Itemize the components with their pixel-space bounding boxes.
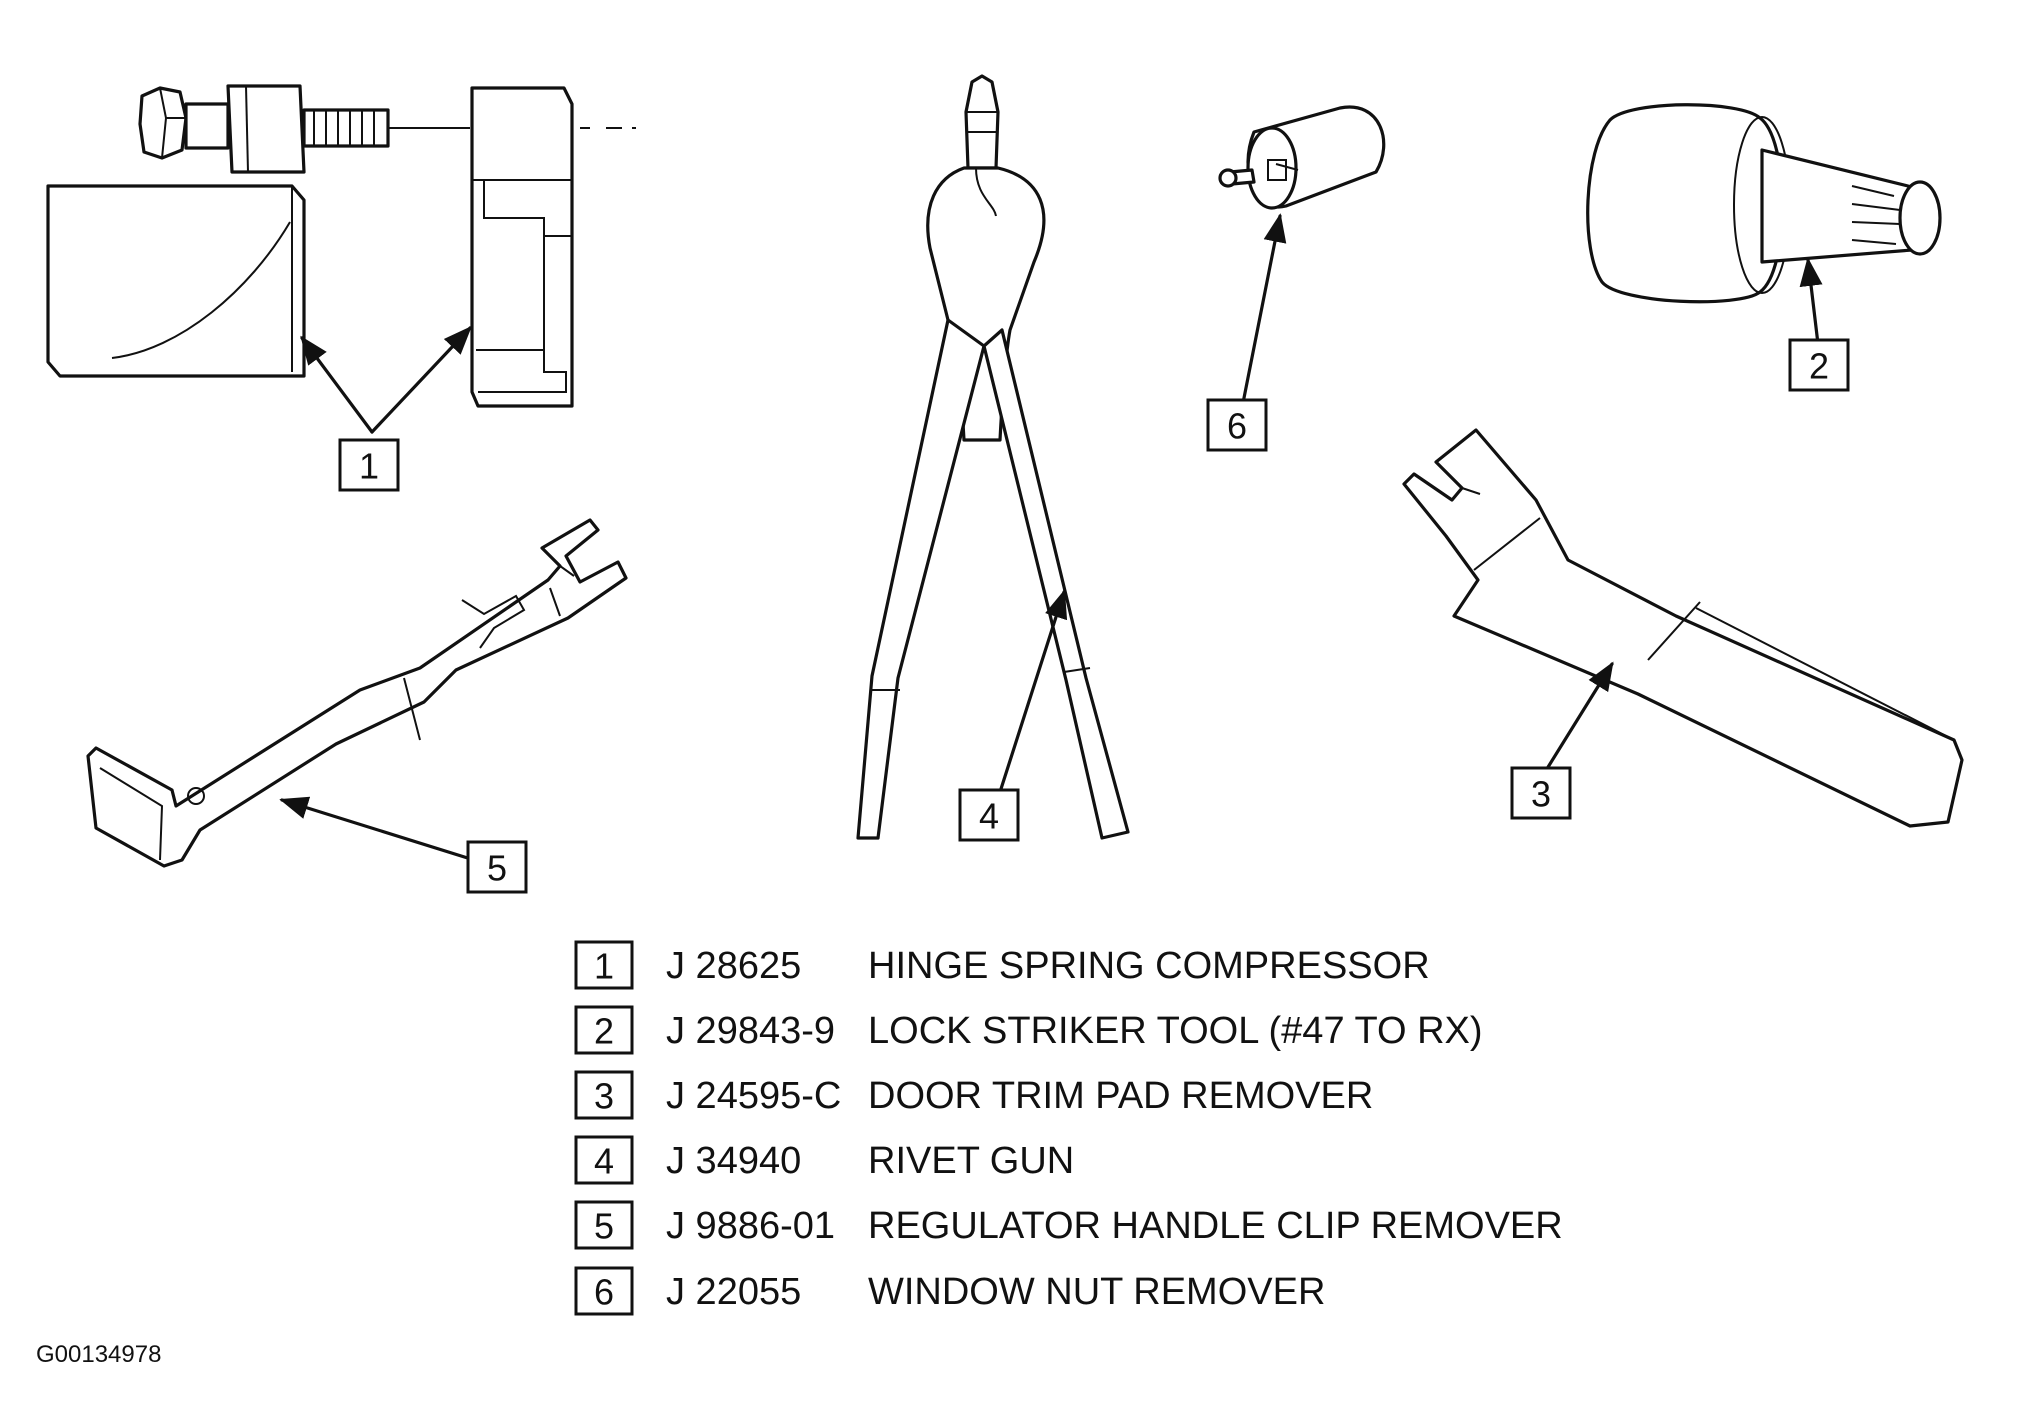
- legend-name-5: REGULATOR HANDLE CLIP REMOVER: [868, 1205, 1563, 1247]
- rivet-gun-illustration: [856, 74, 1130, 840]
- callout-3: 3: [1510, 766, 1572, 820]
- legend: 1 J 28625 HINGE SPRING COMPRESSOR 2 J 29…: [574, 940, 1563, 1316]
- svg-text:2: 2: [1809, 346, 1829, 387]
- svg-text:1: 1: [594, 946, 614, 987]
- legend-row-4: 4 J 34940 RIVET GUN: [574, 1135, 1074, 1185]
- legend-part-1: J 28625: [666, 945, 801, 987]
- legend-name-2: LOCK STRIKER TOOL (#47 TO RX): [868, 1010, 1483, 1052]
- door-trim-pad-remover-illustration: [1402, 428, 1964, 828]
- svg-text:4: 4: [594, 1141, 614, 1182]
- svg-text:6: 6: [594, 1272, 614, 1313]
- legend-part-6: J 22055: [666, 1271, 801, 1313]
- svg-text:1: 1: [359, 446, 379, 487]
- legend-row-5: 5 J 9886-01 REGULATOR HANDLE CLIP REMOVE…: [574, 1200, 1563, 1250]
- lock-striker-tool-illustration: [1586, 103, 1942, 346]
- legend-row-3: 3 J 24595-C DOOR TRIM PAD REMOVER: [574, 1070, 1373, 1120]
- legend-row-2: 2 J 29843-9 LOCK STRIKER TOOL (#47 TO RX…: [574, 1005, 1483, 1055]
- legend-row-1: 1 J 28625 HINGE SPRING COMPRESSOR: [574, 940, 1430, 990]
- legend-name-6: WINDOW NUT REMOVER: [868, 1271, 1325, 1313]
- legend-part-5: J 9886-01: [666, 1205, 835, 1247]
- callout-4: 4: [958, 788, 1020, 842]
- svg-text:2: 2: [594, 1011, 614, 1052]
- svg-text:6: 6: [1227, 406, 1247, 447]
- legend-part-3: J 24595-C: [666, 1075, 841, 1117]
- callout-2: 2: [1788, 338, 1850, 392]
- svg-text:5: 5: [487, 848, 507, 889]
- callout-1: 1: [338, 438, 400, 492]
- window-nut-remover-illustration: [1218, 105, 1386, 410]
- svg-text:3: 3: [594, 1076, 614, 1117]
- regulator-handle-clip-remover-illustration: [86, 518, 628, 868]
- svg-text:3: 3: [1531, 774, 1551, 815]
- legend-part-4: J 34940: [666, 1140, 801, 1182]
- svg-text:4: 4: [979, 796, 999, 837]
- legend-name-1: HINGE SPRING COMPRESSOR: [868, 945, 1430, 987]
- legend-part-2: J 29843-9: [666, 1010, 835, 1052]
- figure-id: G00134978: [36, 1341, 161, 1368]
- svg-text:5: 5: [594, 1206, 614, 1247]
- legend-name-3: DOOR TRIM PAD REMOVER: [868, 1075, 1373, 1117]
- callout-5: 5: [466, 840, 528, 894]
- legend-row-6: 6 J 22055 WINDOW NUT REMOVER: [574, 1266, 1325, 1316]
- hinge-spring-compressor-illustration: [46, 84, 636, 434]
- legend-name-4: RIVET GUN: [868, 1140, 1074, 1182]
- callout-6: 6: [1206, 398, 1268, 452]
